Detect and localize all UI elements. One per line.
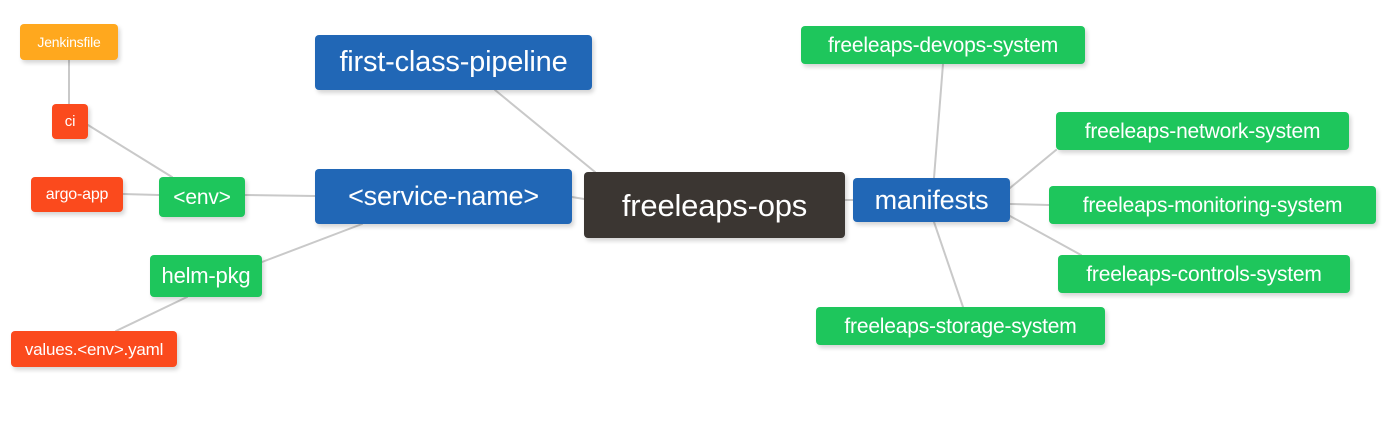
node-jenkinsfile[interactable]: Jenkinsfile xyxy=(20,24,118,60)
node-values-yaml[interactable]: values.<env>.yaml xyxy=(11,331,177,367)
node-label-freeleaps-controls-system: freeleaps-controls-system xyxy=(1086,262,1322,286)
node-label-ci: ci xyxy=(64,113,76,130)
edge-manifests-to-freeleaps-storage-system xyxy=(933,221,964,308)
edge-manifests-to-freeleaps-monitoring-system xyxy=(1009,203,1050,206)
node-label-freeleaps-network-system: freeleaps-network-system xyxy=(1084,119,1321,143)
edge-service-name-to-helm-pkg xyxy=(261,223,363,263)
node-env[interactable]: <env> xyxy=(159,177,245,217)
node-argo-app[interactable]: argo-app xyxy=(31,177,123,212)
edge-manifests-to-freeleaps-devops-system xyxy=(933,63,944,179)
node-freeleaps-monitoring-system[interactable]: freeleaps-monitoring-system xyxy=(1049,186,1376,224)
edge-first-class-pipeline-to-freeleaps-ops xyxy=(494,89,596,173)
edge-ci-to-env xyxy=(87,124,173,178)
node-ci[interactable]: ci xyxy=(52,104,88,139)
node-label-values-yaml: values.<env>.yaml xyxy=(24,339,164,359)
edge-manifests-to-freeleaps-network-system xyxy=(1009,149,1057,189)
node-label-freeleaps-storage-system: freeleaps-storage-system xyxy=(844,314,1077,338)
node-label-service-name: <service-name> xyxy=(348,181,539,211)
edge-helm-pkg-to-values-yaml xyxy=(115,296,188,332)
edge-service-name-to-freeleaps-ops xyxy=(571,196,585,200)
node-freeleaps-devops-system[interactable]: freeleaps-devops-system xyxy=(801,26,1085,64)
edge-argo-app-to-env xyxy=(122,193,160,196)
node-freeleaps-controls-system[interactable]: freeleaps-controls-system xyxy=(1058,255,1350,293)
node-label-first-class-pipeline: first-class-pipeline xyxy=(339,46,568,78)
node-label-freeleaps-devops-system: freeleaps-devops-system xyxy=(828,33,1058,57)
node-first-class-pipeline[interactable]: first-class-pipeline xyxy=(315,35,592,90)
node-manifests[interactable]: manifests xyxy=(853,178,1010,222)
node-freeleaps-network-system[interactable]: freeleaps-network-system xyxy=(1056,112,1349,150)
edge-env-to-service-name xyxy=(244,194,316,197)
node-label-env: <env> xyxy=(173,185,231,209)
node-label-argo-app: argo-app xyxy=(45,185,109,203)
node-label-jenkinsfile: Jenkinsfile xyxy=(37,34,101,50)
node-freeleaps-ops[interactable]: freeleaps-ops xyxy=(584,172,845,238)
node-label-freeleaps-monitoring-system: freeleaps-monitoring-system xyxy=(1082,193,1343,217)
node-label-helm-pkg: helm-pkg xyxy=(161,263,251,288)
node-service-name[interactable]: <service-name> xyxy=(315,169,572,224)
node-label-freeleaps-ops: freeleaps-ops xyxy=(621,187,808,223)
node-label-manifests: manifests xyxy=(874,184,989,215)
node-freeleaps-storage-system[interactable]: freeleaps-storage-system xyxy=(816,307,1105,345)
node-helm-pkg[interactable]: helm-pkg xyxy=(150,255,262,297)
